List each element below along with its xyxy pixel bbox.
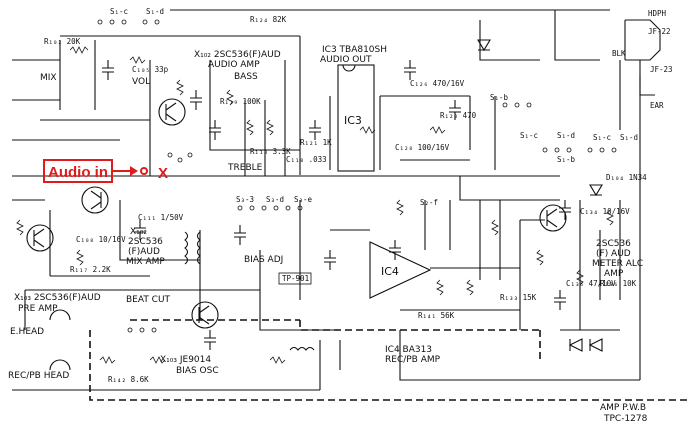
pre-amp-label: X₁₀₃ 2SC536(F)AUD [14, 293, 101, 303]
sw-label: S₁-c [520, 131, 538, 140]
switch-contacts [97, 19, 617, 333]
ear-label: EAR [650, 101, 664, 110]
bias-adj-label: BIAS ADJ [244, 255, 283, 265]
cut-mark: X [158, 165, 168, 182]
part-label: R₁₂₁ 1K [300, 138, 332, 147]
beat-cut-label: BEAT CUT [126, 295, 171, 305]
tp-box [278, 272, 312, 285]
hdph-label: HDPH [648, 9, 667, 18]
part-label: R₁₁₈ 3.3K [250, 147, 291, 156]
part-label: R₁₁₉ 100K [220, 97, 261, 106]
mix-amp-line-3: (F)AUD [128, 247, 160, 257]
audio-in-label: Audio in [48, 164, 108, 181]
q1-label: X₁₀₂ 2SC536(F)AUD [194, 50, 281, 60]
ic4-part-label: IC4 BA313 [385, 345, 432, 355]
amp-pwb-number: TPC-1278 [603, 414, 648, 424]
part-label: C₁₂₈ 100/16V [395, 143, 450, 152]
sw-label: S₁-d [146, 7, 164, 16]
meter-amp-line-4: AMP [604, 269, 624, 279]
sw-label: S₁-d [620, 133, 638, 142]
ic3-sub-label: AUDIO OUT [320, 55, 372, 65]
part-label: R₁₃₆ 10K [600, 279, 637, 288]
pre-amp-sub-label: PRE AMP [18, 304, 58, 314]
part-label: R₁₁₇ 2.2K [70, 265, 111, 274]
sw-label: S₁-c [593, 133, 611, 142]
e-head-label: E.HEAD [10, 327, 44, 337]
ic3-chip-label: IC3 [344, 114, 362, 127]
treble-label: TREBLE [227, 163, 263, 173]
jf22-label: JF-22 [648, 27, 671, 36]
bias-coil [184, 231, 315, 351]
bass-label: BASS [234, 72, 258, 82]
ic3-chip [337, 64, 375, 172]
q1-sub-label: AUDIO AMP [208, 60, 260, 70]
part-label: C₁₃₅ 47/10V [566, 279, 616, 288]
sw-label: S₃-3 [236, 195, 254, 204]
meter-amp-line-3: METER ALC [592, 259, 643, 269]
resistors [16, 46, 614, 364]
vol-label: VOL [132, 77, 150, 87]
sw-label: S₁-d [557, 131, 575, 140]
part-label: R₁₄₂ 8.6K [108, 375, 149, 384]
part-label: R₁₀₂ 20K [44, 37, 81, 46]
mix-label: MIX [40, 73, 57, 83]
part-label: D₁₀₄ 1N34 [606, 173, 647, 182]
ic4-chip-label: IC4 [381, 265, 399, 278]
capacitors [102, 60, 571, 350]
mix-amp-line-1: X₁₀₂ [130, 227, 147, 237]
bias-osc-sub-label: BIAS OSC [176, 366, 219, 376]
sw-label: S₂-f [420, 198, 438, 207]
mix-amp-line-2: 2SC536 [128, 237, 163, 247]
transistors [26, 98, 567, 329]
sw-label: S₃-e [294, 195, 313, 204]
part-label: R₁₄₁ 56K [418, 311, 455, 320]
audio-in-node [140, 167, 148, 175]
block-labels: X₁₀₂ 2SC536(F)AUD AUDIO AMP IC3 TBA810SH… [14, 45, 648, 424]
tp-label: TP-901 [282, 274, 309, 283]
part-label: C₁₃₄ 10/16V [580, 207, 630, 216]
mix-amp-line-4: MIX AMP [126, 257, 165, 267]
jf23-label: JF-23 [650, 65, 673, 74]
ic3-label: IC3 TBA810SH [322, 45, 387, 55]
ic4-sub-label: REC/PB AMP [385, 355, 441, 365]
part-label: C₁₁₈ .033 [286, 155, 327, 164]
part-label: C₁₂₆ 470/16V [410, 79, 465, 88]
rec-pb-head-label: REC/PB HEAD [8, 371, 69, 381]
part-label: R₁₃₃ 15K [500, 293, 537, 302]
audio-in-annotation: Audio in X [43, 159, 168, 183]
amp-pwb-label: AMP P.W.B [600, 403, 646, 413]
part-labels: R₁₀₂ 20K R₁₂₄ 82K C₁₀₅ 33p R₁₁₉ 100K C₁₂… [44, 15, 647, 384]
meter-amp-line-2: (F) AUD [596, 249, 631, 259]
part-label: C₁₀₅ 33p [132, 65, 169, 74]
switch-labels: S₁-c S₁-d S₃-3 S₃-d S₃-e S₁-b S₁-c S₁-d … [110, 7, 638, 207]
part-label: C₁₁₁ 1/50V [138, 213, 184, 222]
bias-osc-label: X₁₀₃ JE9014 [160, 355, 211, 365]
sw-label: S₁-b [557, 155, 576, 164]
audio-in-arrowhead [130, 166, 138, 176]
diodes [477, 39, 603, 352]
sw-label: S₁-b [490, 93, 509, 102]
blk-label: BLK [612, 49, 626, 58]
heads [49, 19, 661, 371]
ic4-opamp [369, 241, 432, 299]
sw-label: S₃-d [266, 195, 284, 204]
sw-label: S₁-c [110, 7, 128, 16]
meter-amp-line-1: 2SC536 [596, 239, 631, 249]
function-labels: MIX VOL BASS TREBLE BIAS ADJ BEAT CUT E.… [8, 9, 673, 381]
part-label: R₁₂₀ 470 [440, 111, 477, 120]
part-label: C₁₀₈ 10/16V [76, 235, 126, 244]
part-label: R₁₂₄ 82K [250, 15, 287, 24]
